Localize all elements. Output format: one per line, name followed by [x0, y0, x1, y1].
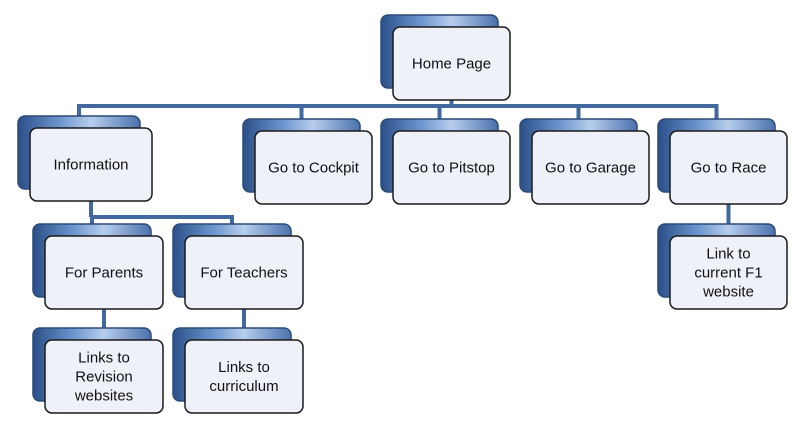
node-box-revision — [44, 339, 164, 414]
node-home: Home Page — [380, 14, 511, 101]
connectors — [77, 100, 731, 328]
node-label: Go to Garage — [545, 160, 636, 177]
node-information: Information — [17, 115, 153, 202]
node-box-race — [669, 130, 788, 205]
node-teachers: For Teachers — [172, 223, 304, 310]
node-label: Go to Race — [691, 160, 767, 177]
node-box-home — [392, 26, 511, 101]
node-race: Go to Race — [657, 118, 788, 205]
node-label: Link to — [706, 246, 750, 263]
node-garage: Go to Garage — [519, 118, 650, 205]
node-curriculum: Links to curriculum — [172, 327, 304, 414]
node-box-information — [29, 127, 153, 202]
node-label: current F1 — [694, 265, 762, 282]
node-revision: Links to Revision websites — [32, 327, 164, 414]
node-box-garage — [531, 130, 650, 205]
node-label: For Parents — [65, 265, 143, 282]
node-parents: For Parents — [32, 223, 164, 310]
node-box-f1 — [669, 235, 788, 310]
node-label: Links to — [78, 350, 130, 367]
node-label: websites — [74, 388, 133, 405]
node-label: Go to Pitstop — [408, 160, 495, 177]
node-f1: Link to current F1 website — [657, 223, 788, 310]
node-label: Revision — [75, 369, 133, 386]
node-box-cockpit — [254, 130, 373, 205]
node-label: Information — [53, 157, 128, 174]
node-label: Home Page — [412, 56, 491, 73]
node-box-teachers — [184, 235, 304, 310]
node-label: For Teachers — [200, 265, 287, 282]
node-box-pitstop — [392, 130, 511, 205]
node-cockpit: Go to Cockpit — [242, 118, 373, 205]
node-label: curriculum — [209, 378, 278, 395]
node-label: website — [702, 284, 754, 301]
node-box-curriculum — [184, 339, 304, 414]
node-pitstop: Go to Pitstop — [380, 118, 511, 205]
node-label: Go to Cockpit — [268, 160, 360, 177]
node-box-parents — [44, 235, 164, 310]
node-label: Links to — [218, 359, 270, 376]
